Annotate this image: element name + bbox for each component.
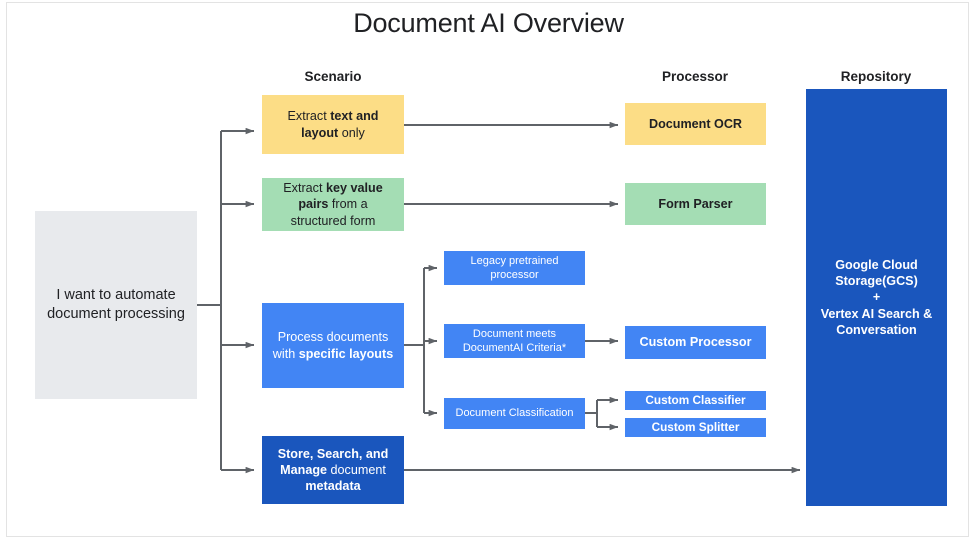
node-custom-splitter[interactable]: Custom Splitter <box>625 418 766 437</box>
node-scenario-store-line1-bold: Store, Search, and <box>277 446 389 461</box>
node-scenario-ocr-line2-post: only <box>338 125 365 140</box>
node-scenario-store[interactable]: Store, Search, and Manage document metad… <box>262 436 404 504</box>
node-scenario-form-line1-bold: key value <box>325 181 383 196</box>
page-title: Document AI Overview <box>353 8 624 38</box>
node-processor-form-parser-label: Form Parser <box>658 196 733 211</box>
node-scenario-form-line1-pre: Extract <box>283 181 326 196</box>
node-repository-line4: Vertex AI Search & <box>820 306 933 321</box>
node-legacy-pretrained-line2: processor <box>490 269 539 281</box>
node-scenario-form[interactable]: Extract key value pairs from a structure… <box>262 178 404 231</box>
node-custom-classifier[interactable]: Custom Classifier <box>625 391 766 410</box>
node-repository-line2: Storage(GCS) <box>835 274 918 289</box>
node-processor-document-ocr-label: Document OCR <box>648 116 743 131</box>
node-legacy-pretrained[interactable]: Legacy pretrained processor <box>444 251 585 285</box>
node-scenario-form-line2-bold: pairs <box>298 197 329 212</box>
node-scenario-store-line3-bold: metadata <box>305 479 361 494</box>
node-scenario-ocr-line2-bold: layout <box>301 125 339 140</box>
node-doc-meets-criteria-line1: Document meets <box>472 327 557 340</box>
column-header-processor: Processor <box>661 69 729 84</box>
node-scenario-store-line2-post: document <box>327 462 386 477</box>
node-legacy-pretrained-line1: Legacy pretrained <box>470 254 559 267</box>
column-header-repository: Repository <box>840 69 912 84</box>
node-scenario-layouts[interactable]: Process documents with specific layouts <box>262 303 404 388</box>
node-scenario-form-line2-post: from a <box>328 197 368 212</box>
node-scenario-layouts-line2-bold: specific layouts <box>298 346 394 361</box>
node-processor-form-parser[interactable]: Form Parser <box>625 183 766 225</box>
node-custom-splitter-label: Custom Splitter <box>651 419 740 434</box>
node-intent[interactable]: I want to automate document processing <box>35 211 197 399</box>
node-repository-line5: Conversation <box>836 322 917 337</box>
node-scenario-ocr[interactable]: Extract text and layout only <box>262 95 404 154</box>
node-doc-classification[interactable]: Document Classification <box>444 398 585 429</box>
node-scenario-ocr-line1-pre: Extract <box>287 109 331 124</box>
node-repository-line1: Google Cloud <box>835 258 918 273</box>
column-header-scenario: Scenario <box>304 69 362 84</box>
node-doc-meets-criteria[interactable]: Document meets DocumentAI Criteria* <box>444 324 585 358</box>
node-processor-custom[interactable]: Custom Processor <box>625 326 766 359</box>
node-scenario-layouts-line2-pre: with <box>272 346 299 361</box>
node-scenario-ocr-line1-bold: text and <box>330 109 379 124</box>
node-repository[interactable]: Google Cloud Storage(GCS) + Vertex AI Se… <box>806 89 947 506</box>
node-processor-document-ocr[interactable]: Document OCR <box>625 103 766 145</box>
node-scenario-layouts-line1: Process documents <box>277 330 389 345</box>
node-processor-custom-label: Custom Processor <box>639 335 752 350</box>
node-scenario-store-line2-bold: Manage <box>280 462 328 477</box>
node-custom-classifier-label: Custom Classifier <box>645 392 746 407</box>
node-scenario-form-line3: structured form <box>290 213 376 228</box>
node-doc-classification-label: Document Classification <box>455 407 574 420</box>
node-doc-meets-criteria-line2: DocumentAI Criteria* <box>462 342 567 354</box>
node-intent-label: I want to automate document processing <box>47 287 185 322</box>
node-repository-line3: + <box>872 290 881 305</box>
